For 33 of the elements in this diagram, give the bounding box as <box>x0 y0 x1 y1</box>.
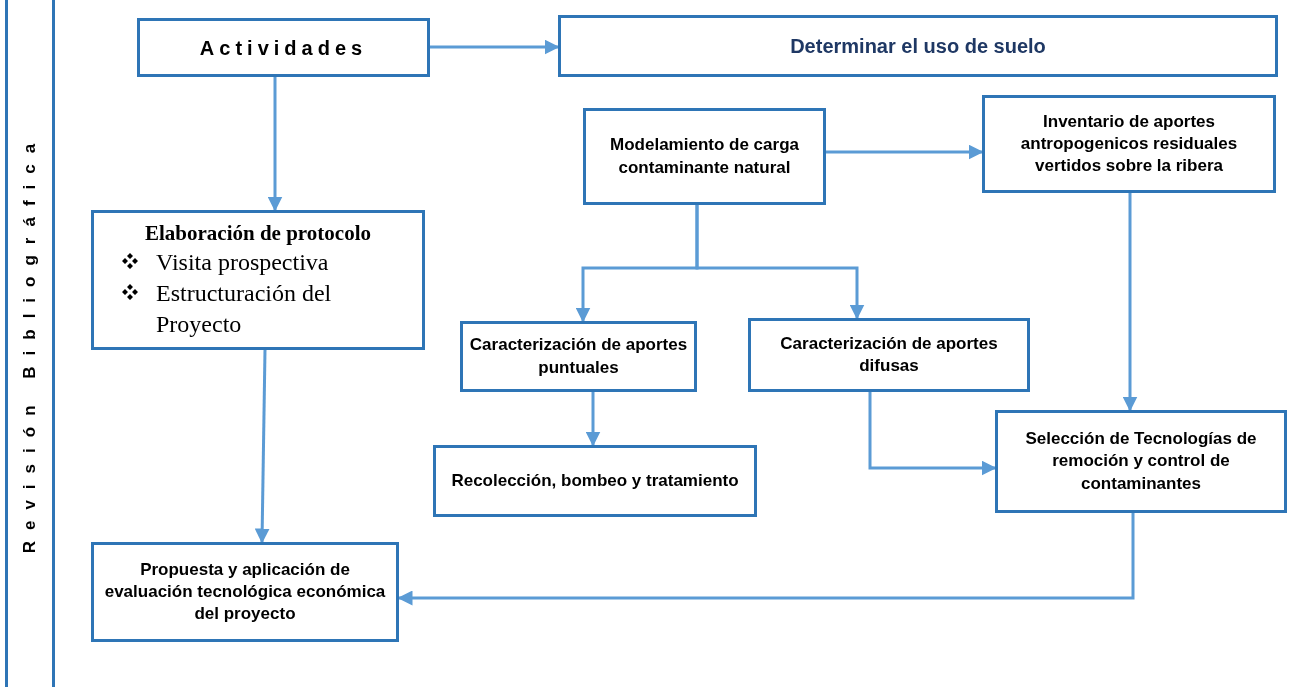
bullet-item: Estructuración del Proyecto <box>156 279 333 340</box>
box-label: Selección de Tecnologías de remoción y control de contaminantes <box>1024 428 1258 495</box>
arrow <box>430 39 560 55</box>
box-label: Recolección, bombeo y tratamiento <box>451 469 739 492</box>
box-label: Propuesta y aplicación de evaluación tecnológica económica del proyecto <box>103 558 387 626</box>
box-label: Determinar el uso de suelo <box>790 34 1046 59</box>
arrow <box>585 392 601 447</box>
arrow <box>695 205 865 320</box>
side-band <box>5 0 55 687</box>
box-label: Caracterización de aportes puntuales <box>469 334 688 379</box>
process-box <box>748 318 1030 392</box>
arrow <box>267 77 283 212</box>
process-box <box>460 321 697 392</box>
process-box <box>583 108 826 205</box>
arrow <box>826 144 984 160</box>
process-box <box>982 95 1276 193</box>
band-label: Revisión Bibliográfica <box>18 133 40 554</box>
box-label: Inventario de aportes antropogenicos residuales vertidos sobre la ribera <box>1019 110 1239 178</box>
box-label: Actividades <box>199 35 368 61</box>
box-label: Modelamiento de carga contaminante natural <box>609 134 800 179</box>
arrow <box>254 349 270 544</box>
arrow <box>397 513 1135 606</box>
bullet-item: Visita prospectiva <box>156 247 329 277</box>
arrow <box>1122 193 1138 412</box>
box-heading: Elaboración de protocolo <box>144 219 372 247</box>
arrow <box>868 392 997 476</box>
process-box <box>433 445 757 517</box>
box-label: Caracterización de aportes difusas <box>779 332 999 377</box>
process-box <box>91 210 425 350</box>
header-box <box>558 15 1278 77</box>
process-box <box>91 542 399 642</box>
process-box <box>137 18 430 77</box>
process-box <box>995 410 1287 513</box>
